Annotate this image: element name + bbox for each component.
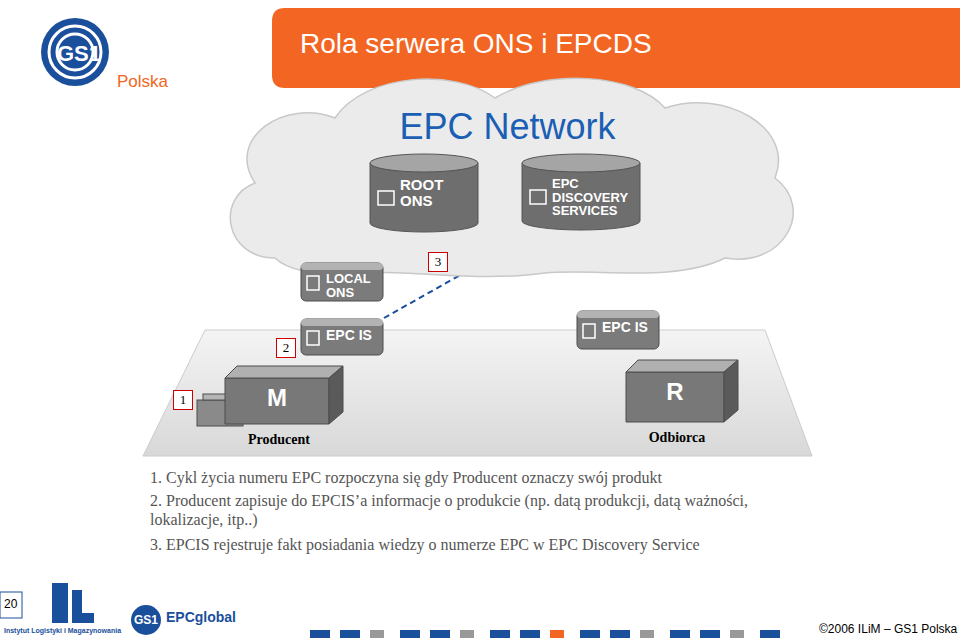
note-text: 1. Cykl życia numeru EPC rozpoczyna się … — [150, 468, 810, 487]
gs1-logo-ring — [41, 18, 109, 86]
header-bar — [272, 8, 960, 88]
server-label: LOCAL ONS — [326, 272, 381, 299]
server-label: EPC IS — [326, 328, 381, 343]
gs1-footer-logo — [131, 605, 161, 635]
platform-floor — [143, 330, 812, 456]
footer-stripes — [310, 630, 780, 638]
building-letter: R — [626, 378, 724, 406]
logo-text: EPCglobal — [166, 609, 236, 625]
server-box: EPC IS — [576, 310, 660, 350]
callout-number: 3 — [428, 252, 448, 272]
logo-text: GS1 — [134, 613, 158, 627]
cloud-region: EPC NetworkROOT ONS EPC DISCOVERY SERVICE… — [215, 68, 800, 273]
logo-text: GS1 — [57, 41, 101, 67]
callout-number: 1 — [173, 390, 193, 410]
doc-icon — [307, 331, 319, 345]
db-icon — [530, 190, 546, 204]
building: ROdbiorca — [626, 360, 738, 422]
callout-number: 2 — [276, 338, 296, 358]
server-box: EPC IS — [300, 318, 384, 356]
doc-icon — [583, 324, 595, 338]
building-letter: M — [225, 384, 329, 412]
page-number-box — [0, 592, 22, 618]
note-text: 2. Producent zapisuje do EPCIS’a informa… — [150, 491, 795, 529]
server-box: LOCAL ONS — [300, 262, 384, 302]
party-name: Odbiorca — [616, 430, 738, 446]
database-label: ROOT ONS — [400, 177, 476, 209]
database-cylinder: EPC DISCOVERY SERVICES — [520, 153, 642, 231]
database-cylinder: ROOT ONS — [368, 153, 480, 233]
doc-icon — [307, 276, 319, 290]
slide-title: Rola serwera ONS i EPCDS — [300, 28, 652, 60]
institute-name: Instytut Logistyki i Magazynowania — [4, 627, 124, 634]
party-name: Producent — [215, 432, 343, 448]
db-icon — [378, 191, 394, 205]
page-number: 20 — [4, 597, 17, 611]
copyright: ©2006 ILiM – GS1 Polska — [819, 622, 957, 636]
ilim-logo — [52, 583, 94, 623]
server-label: EPC IS — [602, 320, 657, 335]
database-label: EPC DISCOVERY SERVICES — [552, 177, 638, 218]
network-title: EPC Network — [215, 106, 800, 148]
building: MProducent — [225, 366, 343, 424]
logo-subtitle: Polska — [117, 72, 168, 92]
note-text: 3. EPCIS rejestruje fakt posiadania wied… — [150, 535, 850, 554]
